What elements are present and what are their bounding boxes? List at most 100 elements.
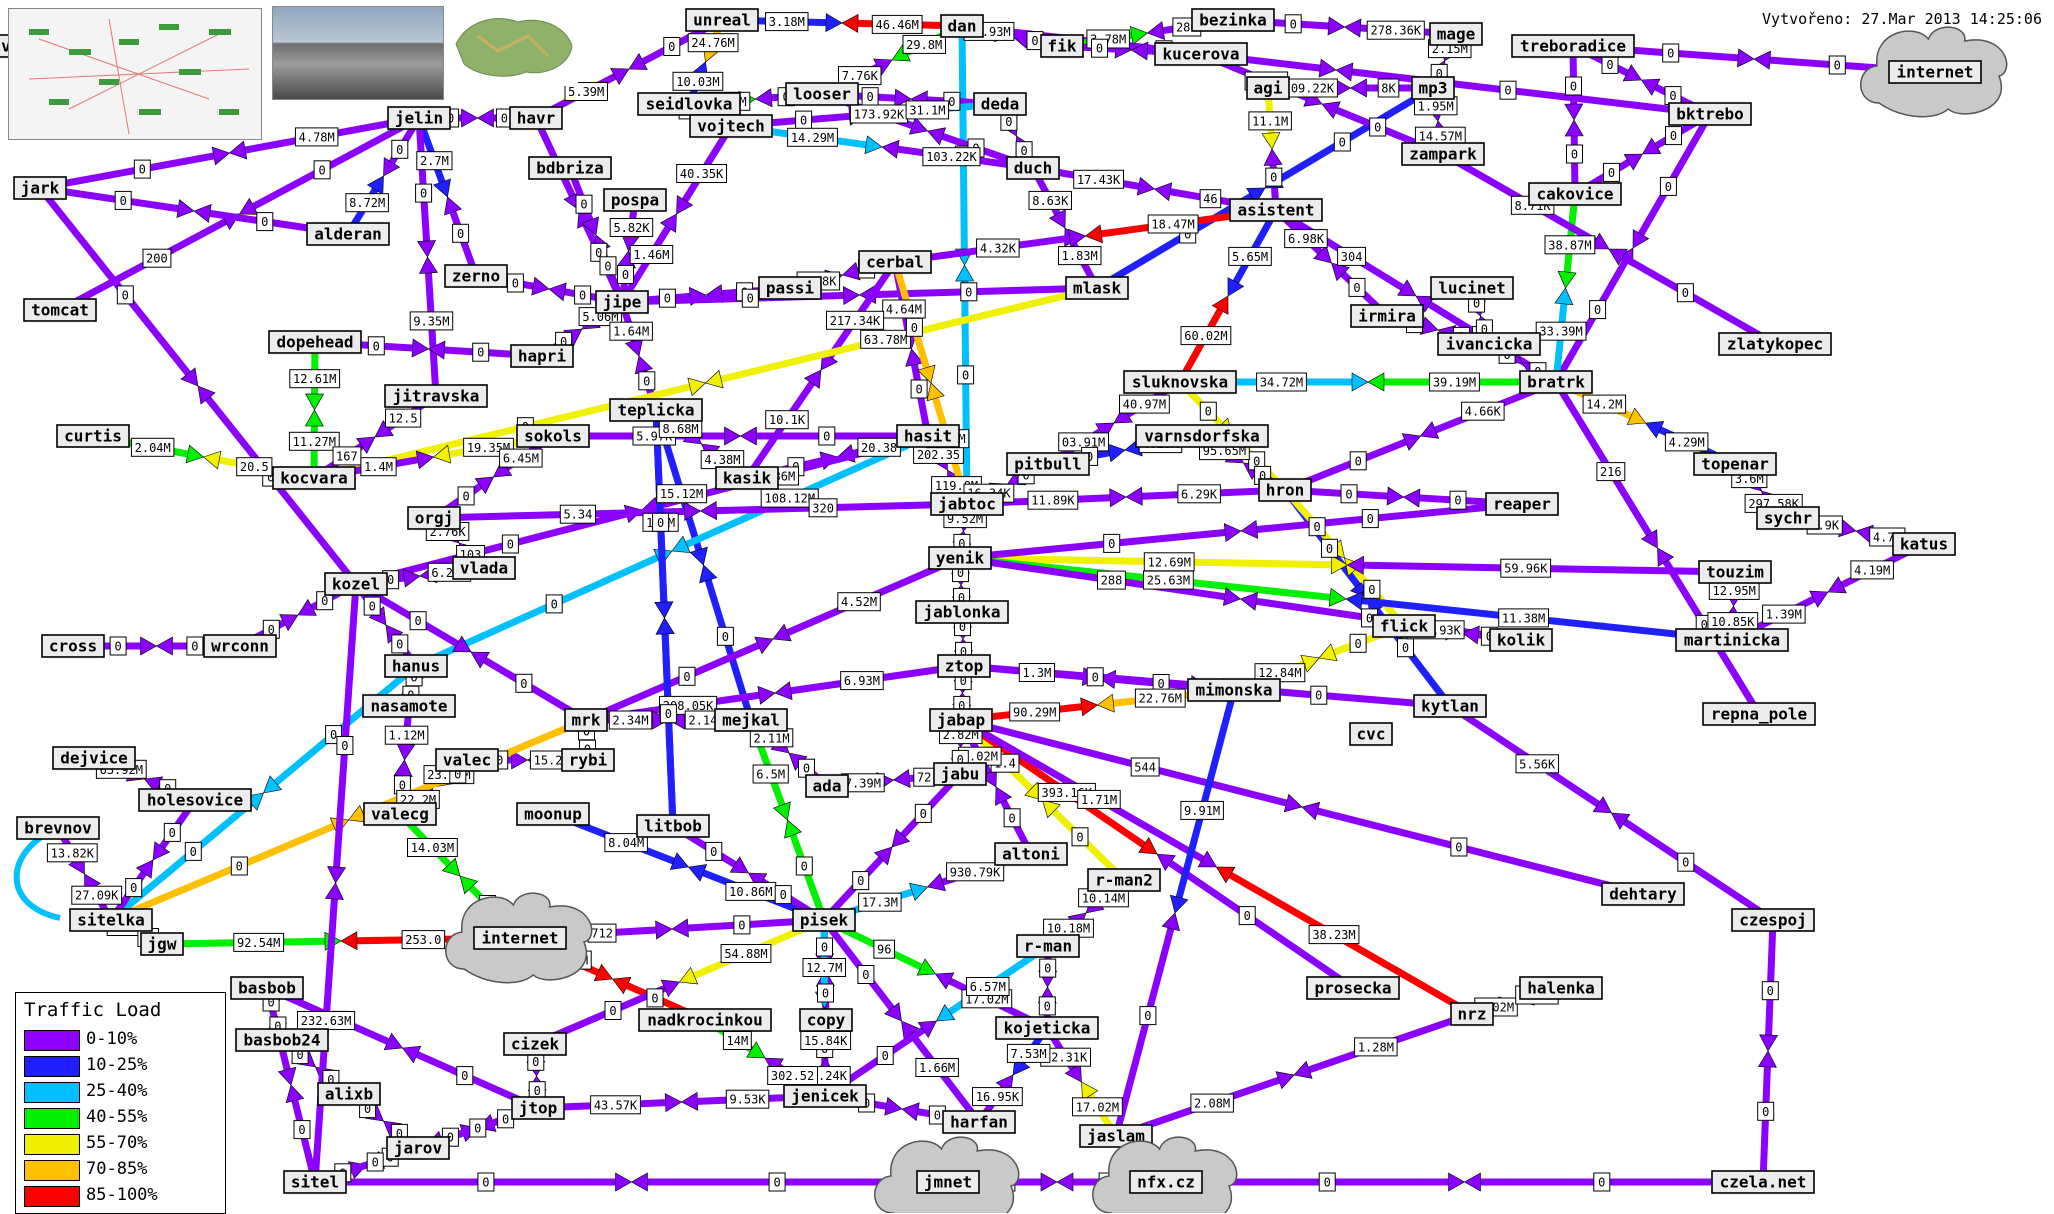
node-r_man2[interactable]: r-man2 xyxy=(1088,869,1160,891)
node-asistent[interactable]: asistent xyxy=(1230,199,1322,221)
node-internet1[interactable]: internet xyxy=(1861,27,2007,117)
node-alderan[interactable]: alderan xyxy=(307,223,389,245)
node-jark[interactable]: jark xyxy=(14,177,66,199)
node-jelin[interactable]: jelin xyxy=(388,107,450,129)
link[interactable] xyxy=(961,720,1643,894)
link[interactable] xyxy=(586,558,960,720)
node-cvc[interactable]: cvc xyxy=(1350,723,1392,745)
node-reaper[interactable]: reaper xyxy=(1486,493,1558,515)
node-jtop[interactable]: jtop xyxy=(512,1097,564,1119)
node-jitravska[interactable]: jitravska xyxy=(385,385,487,407)
node-sluknovska[interactable]: sluknovska xyxy=(1124,371,1236,393)
link[interactable] xyxy=(356,584,416,666)
node-hron[interactable]: hron xyxy=(1259,479,1311,501)
node-pitbull[interactable]: pitbull xyxy=(1007,453,1089,475)
node-teplicka[interactable]: teplicka xyxy=(610,399,702,421)
czech-map-image[interactable] xyxy=(448,6,578,86)
node-moonup[interactable]: moonup xyxy=(517,803,589,825)
node-kocvara[interactable]: kocvara xyxy=(273,467,355,489)
node-jenicek[interactable]: jenicek xyxy=(784,1085,866,1107)
link-loop[interactable] xyxy=(17,828,60,918)
node-zerno[interactable]: zerno xyxy=(445,265,507,287)
node-r_man[interactable]: r-man xyxy=(1017,935,1079,957)
link[interactable] xyxy=(895,262,967,504)
node-dehtary[interactable]: dehtary xyxy=(1602,883,1684,905)
node-bktrebo[interactable]: bktrebo xyxy=(1669,103,1751,125)
node-varnsdorfska[interactable]: varnsdorfska xyxy=(1136,425,1268,447)
link[interactable] xyxy=(1116,1014,1472,1136)
node-hasit[interactable]: hasit xyxy=(897,425,959,447)
node-hapri[interactable]: hapri xyxy=(511,345,573,367)
node-dopehead[interactable]: dopehead xyxy=(269,331,361,353)
node-mage[interactable]: mage xyxy=(1430,23,1482,45)
link[interactable] xyxy=(1758,920,1777,1182)
node-jgw[interactable]: jgw xyxy=(141,933,183,955)
node-rybi[interactable]: rybi xyxy=(562,749,614,771)
node-zampark[interactable]: zampark xyxy=(1402,143,1484,165)
node-sitelka[interactable]: sitelka xyxy=(70,909,152,931)
node-ztop[interactable]: ztop xyxy=(938,655,990,677)
node-lucinet[interactable]: lucinet xyxy=(1431,277,1513,299)
node-prosecka[interactable]: prosecka xyxy=(1307,977,1399,999)
node-ada[interactable]: ada xyxy=(806,775,848,797)
node-czespoj[interactable]: czespoj xyxy=(1732,909,1814,931)
node-cakovice[interactable]: cakovice xyxy=(1529,183,1621,205)
node-mejkal[interactable]: mejkal xyxy=(715,709,787,731)
node-valec[interactable]: valec xyxy=(436,749,498,771)
link[interactable] xyxy=(1565,46,1583,194)
node-cerbal[interactable]: cerbal xyxy=(859,251,931,273)
link[interactable] xyxy=(40,188,348,234)
node-katus[interactable]: katus xyxy=(1893,533,1955,555)
node-sitel[interactable]: sitel xyxy=(284,1171,346,1193)
node-tomcat[interactable]: tomcat xyxy=(24,299,96,321)
node-pospa[interactable]: pospa xyxy=(604,189,666,211)
node-dejvice[interactable]: dejvice xyxy=(53,747,135,769)
node-cizek[interactable]: cizek xyxy=(504,1033,566,1055)
node-wrconn[interactable]: wrconn xyxy=(204,635,276,657)
node-repna_pole[interactable]: repna_pole xyxy=(1703,703,1815,725)
link[interactable] xyxy=(960,504,1522,558)
node-ivancicka[interactable]: ivancicka xyxy=(1438,333,1540,355)
node-mp3[interactable]: mp3 xyxy=(1412,77,1454,99)
link[interactable] xyxy=(434,502,967,521)
node-nrz[interactable]: nrz xyxy=(1451,1003,1493,1025)
node-orgj[interactable]: orgj xyxy=(408,507,460,529)
node-vlada[interactable]: vlada xyxy=(453,557,515,579)
node-zlatykopec[interactable]: zlatykopec xyxy=(1719,333,1831,355)
node-basbob24[interactable]: basbob24 xyxy=(236,1029,328,1051)
node-jarov[interactable]: jarov xyxy=(387,1137,449,1159)
node-pisek[interactable]: pisek xyxy=(793,909,855,931)
node-czelanet[interactable]: czela.net xyxy=(1712,1171,1814,1193)
node-sokols[interactable]: sokols xyxy=(517,425,589,447)
node-curtis[interactable]: curtis xyxy=(57,425,129,447)
link[interactable] xyxy=(1047,1028,1116,1136)
node-brevnov[interactable]: brevnov xyxy=(17,817,99,839)
node-treboradice[interactable]: treboradice xyxy=(1512,35,1634,57)
link[interactable] xyxy=(1285,382,1556,490)
node-jabtoc[interactable]: jabtoc xyxy=(931,493,1003,515)
node-holesovice[interactable]: holesovice xyxy=(139,789,251,811)
node-vojtech[interactable]: vojtech xyxy=(690,115,772,137)
node-halenka[interactable]: halenka xyxy=(1520,977,1602,999)
node-flick[interactable]: flick xyxy=(1373,615,1435,637)
node-agi[interactable]: agi xyxy=(1247,77,1289,99)
node-altoni[interactable]: altoni xyxy=(995,843,1067,865)
node-seidlovka[interactable]: seidlovka xyxy=(638,93,740,115)
link[interactable] xyxy=(1116,690,1234,1136)
node-jipe[interactable]: jipe xyxy=(596,291,648,313)
node-valecg[interactable]: valecg xyxy=(364,803,436,825)
node-yenik[interactable]: yenik xyxy=(929,547,991,569)
node-jabu[interactable]: jabu xyxy=(934,763,986,785)
node-hanus[interactable]: hanus xyxy=(385,655,447,677)
node-mimonska[interactable]: mimonska xyxy=(1188,679,1280,701)
node-harfan[interactable]: harfan xyxy=(943,1111,1015,1133)
node-litbob[interactable]: litbob xyxy=(637,815,709,837)
node-havr[interactable]: havr xyxy=(510,107,562,129)
building-photo[interactable] xyxy=(272,6,444,100)
node-bratrk[interactable]: bratrk xyxy=(1520,371,1592,393)
node-irmira[interactable]: irmira xyxy=(1351,305,1423,327)
node-alixb[interactable]: alixb xyxy=(318,1083,380,1105)
node-passi[interactable]: passi xyxy=(759,277,821,299)
link[interactable] xyxy=(538,1092,825,1111)
node-bdbriza[interactable]: bdbriza xyxy=(529,157,611,179)
